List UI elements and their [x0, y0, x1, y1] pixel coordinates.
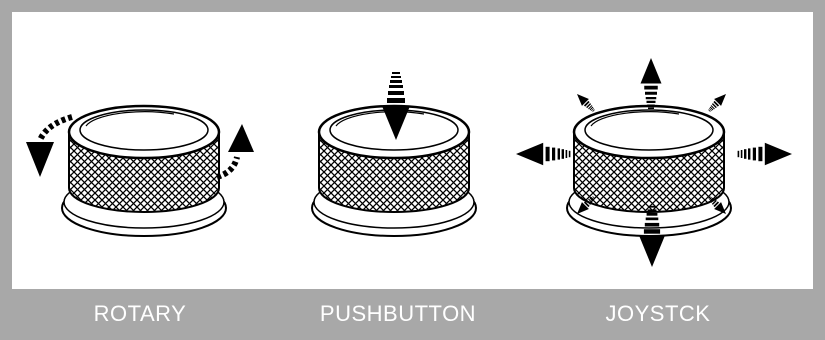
- rotary-knob-icon: [60, 104, 228, 238]
- joystick-up-arrow-icon: [640, 58, 662, 109]
- joystick-upright-arrow-icon: [705, 90, 730, 115]
- knob-illustrations: [26, 58, 792, 267]
- rotary-label: ROTARY: [93, 301, 187, 326]
- rotate-right-arrow-icon: [216, 124, 254, 180]
- joystick-label: JOYSTCK: [605, 301, 711, 326]
- joystick-upleft-arrow-icon: [573, 90, 598, 115]
- pushbutton-label: PUSHBUTTON: [319, 301, 477, 326]
- joystick-knob-icon: [565, 104, 733, 238]
- joystick-right-arrow-icon: [737, 142, 792, 166]
- rotate-left-arrow-icon: [26, 114, 73, 177]
- joystick-left-arrow-icon: [516, 142, 571, 166]
